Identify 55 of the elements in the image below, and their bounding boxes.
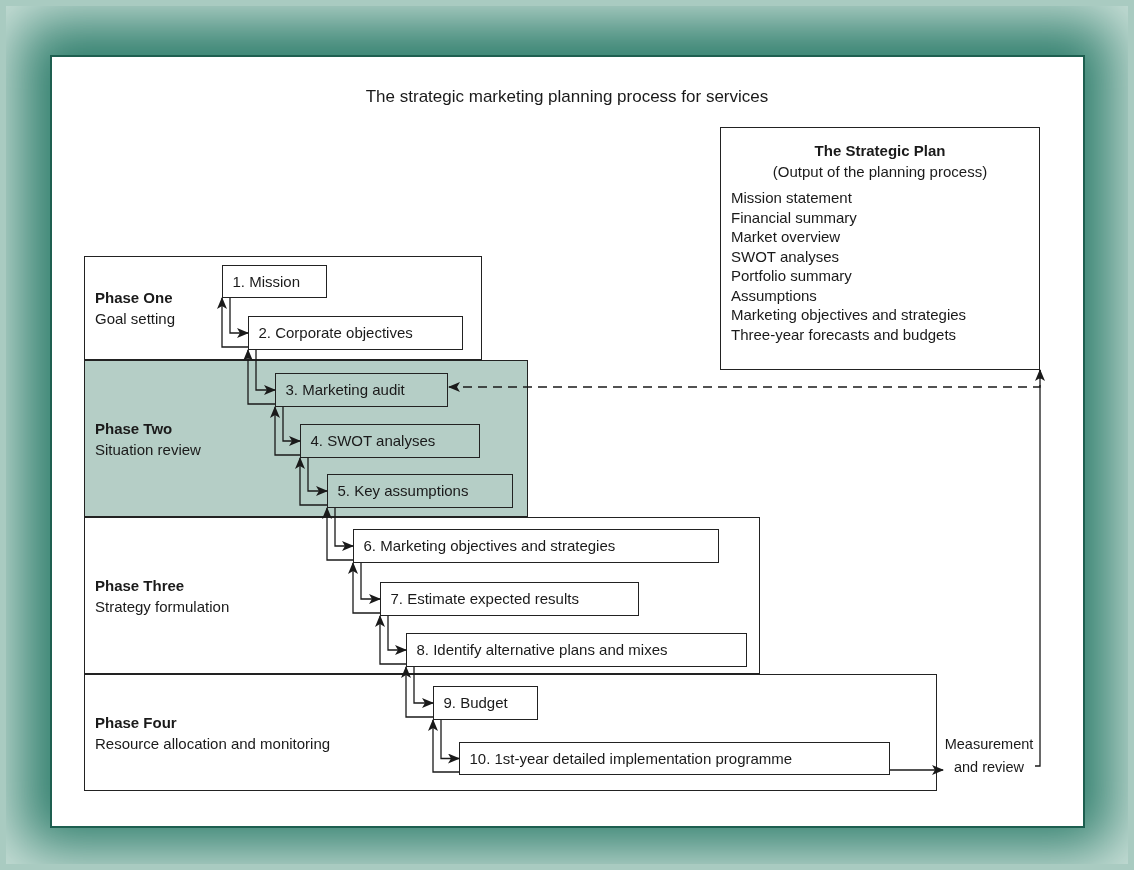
phase-heading: Phase Four — [95, 712, 177, 733]
arrow — [307, 457, 328, 496]
arrow — [401, 666, 434, 718]
arrow — [322, 507, 354, 561]
plan-item: Financial summary — [731, 207, 857, 227]
arrow — [387, 615, 407, 655]
plan-item: Portfolio summary — [731, 266, 852, 286]
phase-description: Situation review — [95, 439, 201, 460]
output-panel — [720, 127, 1040, 370]
arrow — [255, 349, 276, 395]
process-box: 7. Estimate expected results — [379, 581, 639, 616]
plan-item: Mission statement — [731, 188, 852, 208]
plan-item: Marketing objectives and strategies — [731, 305, 967, 325]
plan-item: Market overview — [731, 227, 841, 247]
process-box: 8. Identify alternative plans and mixes — [405, 632, 747, 667]
process-box: 1. Mission — [221, 264, 327, 298]
phase-band — [84, 674, 937, 791]
arrow — [229, 297, 249, 338]
phase-heading: Phase Two — [95, 418, 173, 439]
arrow — [334, 507, 354, 551]
plan-item: SWOT analyses — [731, 246, 840, 266]
panel-heading: The Strategic Plan — [814, 141, 946, 161]
phase-band — [84, 256, 482, 360]
phase-band — [84, 517, 760, 674]
process-box: 2. Corporate objectives — [247, 315, 463, 350]
process-box: 10. 1st-year detailed implementation programme — [458, 741, 890, 775]
phase-band — [84, 360, 528, 517]
arrow — [440, 719, 460, 764]
phase-description: Strategy formulation — [95, 596, 230, 617]
phase-heading: Phase Three — [95, 575, 185, 596]
arrow — [889, 765, 944, 775]
arrow — [282, 406, 301, 446]
arrow — [243, 349, 276, 405]
arrow — [413, 666, 434, 708]
arrow — [295, 457, 328, 506]
process-box: 3. Marketing audit — [274, 372, 448, 407]
phase-description: Resource allocation and monitoring — [95, 733, 331, 754]
phase-heading: Phase One — [95, 288, 173, 308]
step-label: Measurement and review — [943, 733, 1035, 779]
diagram-title: The strategic marketing planning process for services — [364, 87, 770, 107]
process-box: 9. Budget — [432, 685, 538, 720]
arrow — [270, 406, 301, 456]
arrow — [348, 562, 381, 614]
plan-item: Three-year forecasts and budgets — [731, 324, 957, 344]
process-box: 5. Key assumptions — [326, 473, 513, 508]
arrow — [217, 297, 249, 348]
phase-description: Goal setting — [95, 309, 176, 329]
arrow — [375, 615, 407, 665]
panel-subtitle: (Output of the planning process) — [772, 162, 988, 182]
arrow — [360, 562, 381, 604]
process-box: 4. SWOT analyses — [299, 423, 480, 458]
arrow — [448, 369, 1041, 392]
arrow — [428, 719, 460, 773]
plan-item: Assumptions — [731, 285, 817, 305]
process-box: 6. Marketing objectives and strategies — [352, 528, 719, 563]
